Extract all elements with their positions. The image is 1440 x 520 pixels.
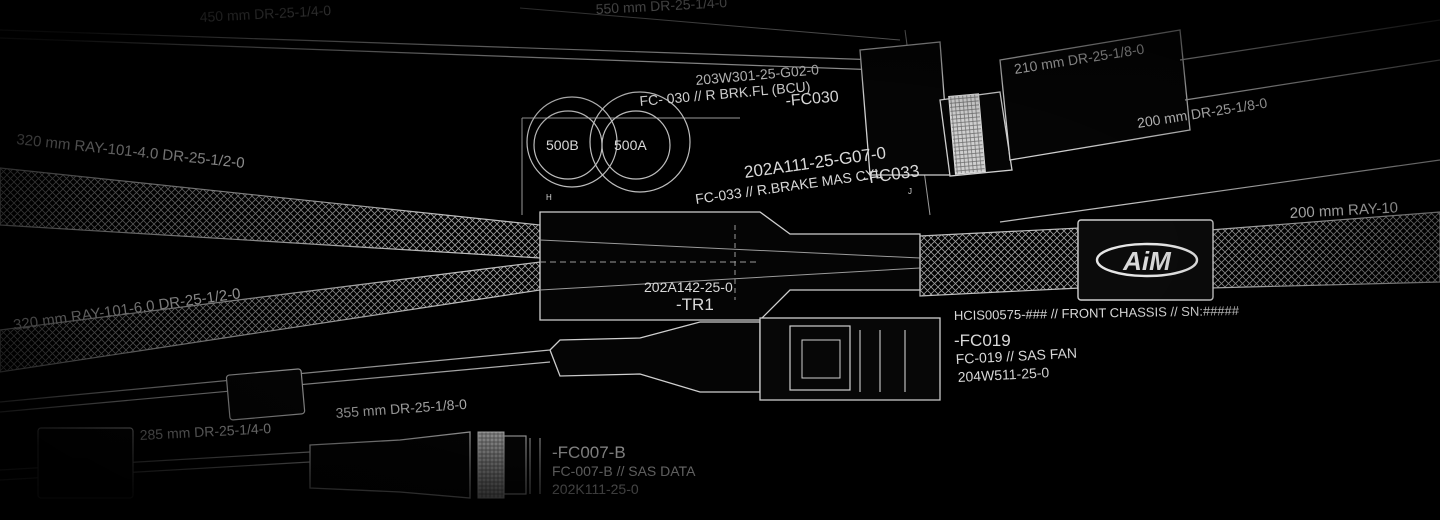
marker-h: H	[546, 193, 552, 202]
label-fc019-id: -FC019	[954, 331, 1011, 350]
label-tr1-id: -TR1	[676, 295, 714, 314]
label-fc007-part: 202K111-25-0	[552, 481, 639, 497]
label-circle-500a: 500A	[614, 137, 647, 153]
marker-j: J	[908, 187, 912, 196]
aim-logo-text: AiM	[1122, 246, 1172, 276]
label-fc007-desc: FC-007-B // SAS DATA	[552, 463, 696, 479]
label-circle-500b: 500B	[546, 137, 579, 153]
label-tr1-part: 202A142-25-0	[644, 279, 733, 295]
label-fc007-id: -FC007-B	[552, 443, 626, 462]
